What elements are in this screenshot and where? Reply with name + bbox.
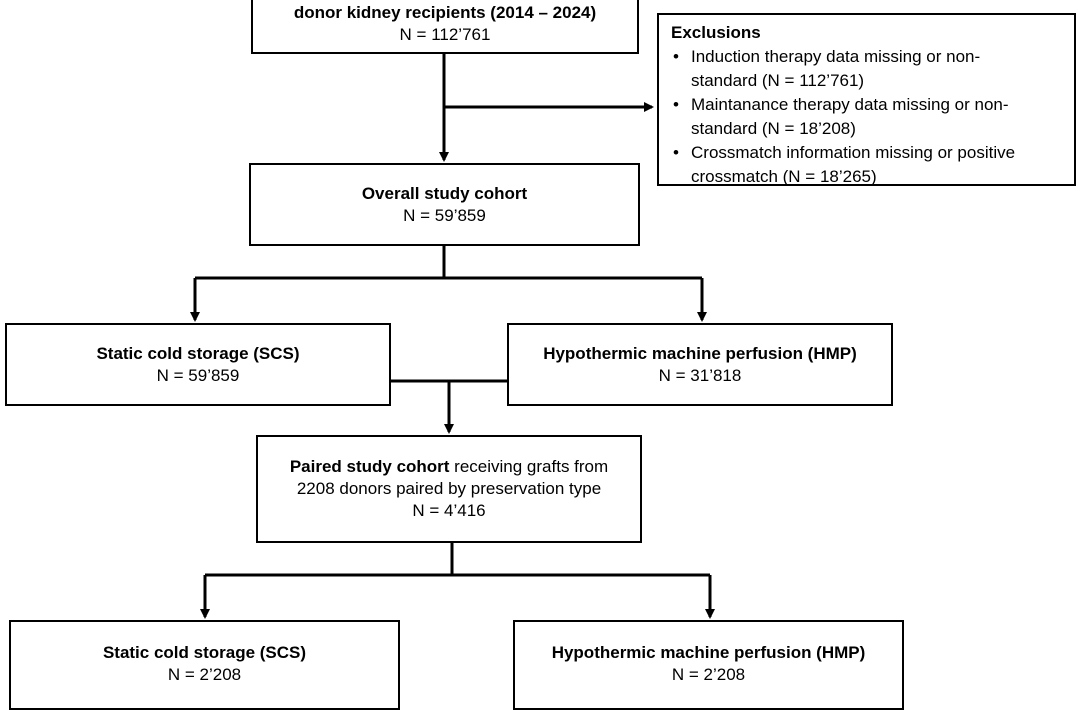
box-paired-n: N = 4’416: [412, 501, 486, 520]
box-hmp-paired-n: N = 2’208: [671, 665, 746, 684]
connector-lines: [190, 54, 715, 619]
box-hmp-paired: Hypothermic machine perfusion (HMP) N = …: [513, 620, 904, 710]
exclusion-line: Crossmatch information missing or positi…: [691, 143, 1016, 162]
box-paired-title-bold: Paired study cohort: [289, 457, 450, 476]
bullet-icon: •: [673, 47, 679, 66]
exclusion-line: standard (N = 18’208): [691, 119, 856, 138]
exclusion-item: • Maintanance therapy data missing or no…: [671, 93, 1064, 141]
exclusions-list: • Induction therapy data missing or non-…: [671, 45, 1064, 189]
box-paired-title-rest: receiving grafts from: [449, 457, 609, 476]
box-scs-overall-n: N = 59’859: [156, 365, 240, 385]
box-hmp-overall-n: N = 31’818: [658, 365, 742, 385]
box-all-recipients-title: donor kidney recipients (2014 – 2024): [293, 3, 597, 22]
exclusion-line: crossmatch (N = 18’265): [691, 167, 877, 186]
box-hmp-overall: Hypothermic machine perfusion (HMP) N = …: [507, 323, 893, 406]
exclusion-item: • Crossmatch information missing or posi…: [671, 141, 1064, 189]
box-scs-paired: Static cold storage (SCS) N = 2’208: [9, 620, 400, 710]
box-paired-line2: 2208 donors paired by preservation type: [296, 479, 602, 498]
box-scs-overall: Static cold storage (SCS) N = 59’859: [5, 323, 391, 406]
bullet-icon: •: [673, 95, 679, 114]
box-paired-title: Paired study cohort receiving grafts fro…: [290, 456, 608, 478]
box-scs-paired-n: N = 2’208: [167, 665, 242, 684]
box-scs-paired-title: Static cold storage (SCS): [102, 643, 307, 662]
bullet-icon: •: [673, 143, 679, 162]
box-overall-cohort: Overall study cohort N = 59’859: [249, 163, 640, 246]
box-all-recipients: donor kidney recipients (2014 – 2024) N …: [251, 0, 639, 54]
box-overall-title: Overall study cohort: [361, 183, 528, 203]
box-hmp-paired-title: Hypothermic machine perfusion (HMP): [551, 643, 866, 662]
box-hmp-overall-title: Hypothermic machine perfusion (HMP): [543, 343, 857, 363]
exclusions-title: Exclusions: [671, 23, 761, 42]
exclusion-line: Maintanance therapy data missing or non-: [691, 95, 1009, 114]
box-exclusions: Exclusions • Induction therapy data miss…: [657, 13, 1076, 186]
box-overall-n: N = 59’859: [403, 205, 486, 225]
exclusion-line: Induction therapy data missing or non-: [691, 47, 981, 66]
box-all-recipients-n: N = 112’761: [399, 25, 491, 44]
box-scs-overall-title: Static cold storage (SCS): [96, 343, 300, 363]
exclusion-line: standard (N = 112’761): [691, 71, 865, 90]
exclusion-item: • Induction therapy data missing or non-…: [671, 45, 1064, 93]
box-paired-cohort: Paired study cohort receiving grafts fro…: [256, 435, 642, 543]
